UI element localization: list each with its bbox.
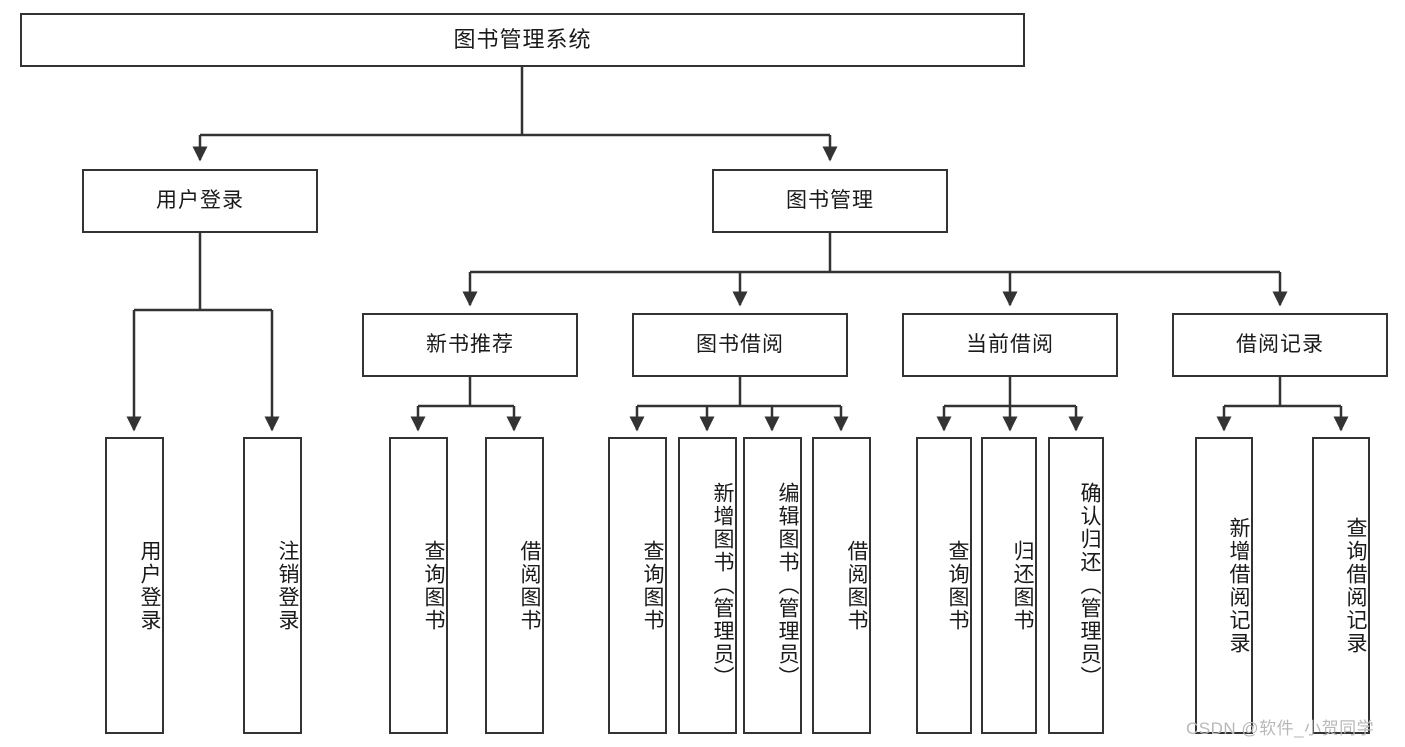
node-borrow-record[interactable]: 借阅记录	[1172, 313, 1388, 377]
node-current-borrow[interactable]: 当前借阅	[902, 313, 1118, 377]
leaf-confirm-return[interactable]: 确认归还（管理员）	[1048, 437, 1104, 734]
node-new-book-recommend[interactable]: 新书推荐	[362, 313, 578, 377]
leaf-add-book[interactable]: 新增图书（管理员）	[678, 437, 737, 734]
csdn-watermark: CSDN @软件_小贺同学	[1186, 719, 1375, 738]
leaf-logout-login[interactable]: 注销登录	[243, 437, 302, 734]
leaf-edit-book[interactable]: 编辑图书（管理员）	[743, 437, 802, 734]
node-book-manage[interactable]: 图书管理	[712, 169, 948, 233]
node-root-system[interactable]: 图书管理系统	[20, 13, 1025, 67]
leaf-query-book-borrow[interactable]: 查询图书	[608, 437, 667, 734]
node-user-login[interactable]: 用户登录	[82, 169, 318, 233]
node-book-borrow[interactable]: 图书借阅	[632, 313, 848, 377]
leaf-user-login[interactable]: 用户登录	[105, 437, 164, 734]
leaf-query-book-current[interactable]: 查询图书	[916, 437, 972, 734]
leaf-borrow-book[interactable]: 借阅图书	[812, 437, 871, 734]
leaf-return-book[interactable]: 归还图书	[981, 437, 1037, 734]
leaf-borrow-book-recommend[interactable]: 借阅图书	[485, 437, 544, 734]
leaf-query-borrow-record[interactable]: 查询借阅记录	[1312, 437, 1370, 734]
leaf-add-borrow-record[interactable]: 新增借阅记录	[1195, 437, 1253, 734]
leaf-query-book-recommend[interactable]: 查询图书	[389, 437, 448, 734]
